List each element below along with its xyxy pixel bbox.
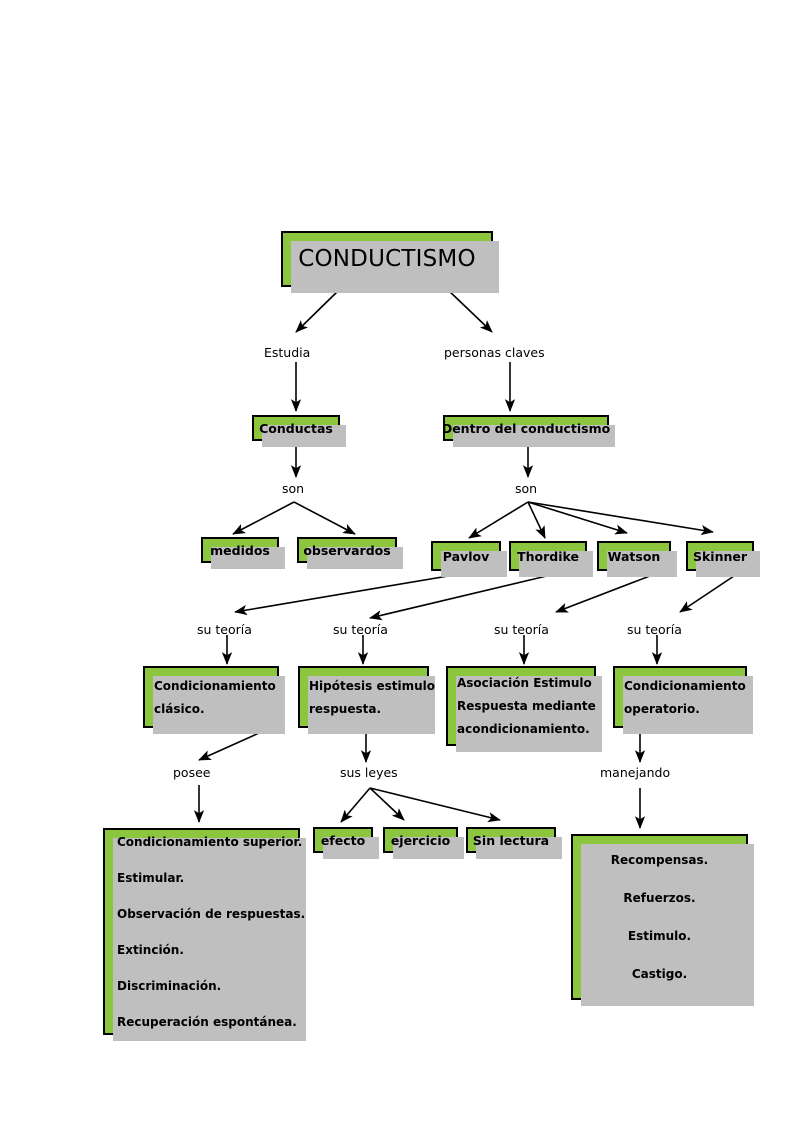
node-medidos[interactable]: medidos — [201, 537, 285, 569]
edge-root-personas — [446, 288, 493, 333]
link-label-personas-claves: personas claves — [444, 345, 545, 360]
node-thordike[interactable]: Thordike — [509, 541, 593, 577]
list-item: Recuperación espontánea. — [117, 1014, 297, 1029]
edge-son-thordike — [527, 501, 546, 539]
node-asociacion-estimulo-respuesta[interactable]: Asociación Estimulo Respuesta mediante a… — [446, 666, 602, 752]
edge-son-observardos — [293, 501, 356, 535]
node-hipotesis-estimulo-respuesta[interactable]: Hipótesis estimulo respuesta. — [298, 666, 435, 734]
node-pavlov-label: Pavlov — [442, 548, 490, 564]
node-thordike-label: Thordike — [517, 548, 579, 564]
node-dentro-del-conductismo-label: Dentro del conductismo — [441, 420, 611, 436]
list-item: Observación de respuestas. — [117, 906, 306, 921]
link-label-manejando: manejando — [600, 765, 671, 780]
node-medidos-label: medidos — [210, 542, 270, 558]
node-skinner-label: Skinner — [692, 548, 748, 564]
node-asociacion-estimulo-respuesta-line3: acondicionamiento. — [457, 722, 590, 736]
list-item: Estimulo. — [627, 929, 692, 943]
edge-watson-teoria — [555, 573, 656, 613]
edge-son-medidos — [232, 501, 295, 535]
node-conductismo-label: CONDUCTISMO — [298, 246, 476, 272]
edge-leyes-sinlectura — [369, 787, 501, 823]
link-label-estudia: Estudia — [264, 345, 311, 360]
edge-son-skinner — [527, 501, 714, 536]
node-condicionamiento-clasico[interactable]: Condicionamiento clásico. — [143, 666, 285, 734]
link-label-su-teoria-2: su teoría — [333, 622, 388, 637]
link-label-son-conductas: son — [282, 481, 305, 496]
edge-pavlov-teoria — [234, 571, 473, 616]
node-asociacion-estimulo-respuesta-line1: Asociación Estimulo — [457, 676, 592, 690]
node-hipotesis-estimulo-respuesta-line1: Hipótesis estimulo — [309, 678, 435, 693]
edge-thordike-teoria — [369, 573, 556, 621]
link-label-su-teoria-1: su teoría — [197, 622, 252, 637]
node-watson[interactable]: Watson — [597, 541, 677, 577]
node-condicionamiento-operatorio-detalles[interactable]: Recompensas. Refuerzos. Estimulo. Castig… — [571, 834, 754, 1006]
node-efecto[interactable]: efecto — [313, 827, 379, 859]
node-ejercicio[interactable]: ejercicio — [383, 827, 464, 859]
list-item: Condicionamiento superior. — [117, 834, 303, 849]
node-condicionamiento-operatorio[interactable]: Condicionamiento operatorio. — [613, 666, 753, 734]
list-item: Recompensas. — [610, 853, 709, 867]
link-label-su-teoria-3: su teoría — [494, 622, 549, 637]
node-condicionamiento-clasico-detalles[interactable]: Condicionamiento superior. Estimular. Ob… — [103, 828, 306, 1041]
node-asociacion-estimulo-respuesta-line2: Respuesta mediante — [457, 699, 596, 713]
node-hipotesis-estimulo-respuesta-line2: respuesta. — [309, 701, 382, 716]
node-efecto-label: efecto — [320, 832, 366, 848]
node-sin-lectura[interactable]: Sin lectura — [466, 827, 562, 859]
edge-skinner-teoria — [679, 573, 738, 613]
node-condicionamiento-clasico-line2: clásico. — [154, 701, 205, 716]
link-label-sus-leyes: sus leyes — [340, 765, 398, 780]
node-pavlov[interactable]: Pavlov — [431, 541, 507, 577]
list-item: Estimular. — [117, 870, 185, 885]
edge-leyes-ejercicio — [369, 787, 405, 821]
node-watson-label: Watson — [607, 548, 661, 564]
link-label-posee: posee — [173, 765, 211, 780]
node-skinner[interactable]: Skinner — [686, 541, 760, 577]
list-item: Castigo. — [631, 967, 688, 981]
node-condicionamiento-operatorio-line2: operatorio. — [624, 701, 700, 716]
link-label-su-teoria-4: su teoría — [627, 622, 682, 637]
node-observardos[interactable]: observardos — [297, 537, 403, 569]
node-conductas-label: Conductas — [259, 420, 333, 436]
node-observardos-label: observardos — [303, 542, 391, 558]
node-dentro-del-conductismo[interactable]: Dentro del conductismo — [441, 415, 615, 447]
list-item: Refuerzos. — [623, 891, 696, 905]
node-conductismo[interactable]: CONDUCTISMO — [281, 231, 499, 293]
edge-son-watson — [527, 501, 628, 535]
node-ejercicio-label: ejercicio — [390, 832, 451, 848]
node-condicionamiento-operatorio-line1: Condicionamiento — [624, 678, 746, 693]
edge-leyes-efecto — [340, 787, 371, 823]
edge-son-pavlov — [468, 501, 529, 539]
edge-root-estudia — [295, 288, 341, 333]
link-label-son-conductismo: son — [515, 481, 538, 496]
node-condicionamiento-clasico-line1: Condicionamiento — [154, 678, 276, 693]
list-item: Extinción. — [117, 942, 184, 957]
node-conductas[interactable]: Conductas — [252, 415, 346, 447]
list-item: Discriminación. — [117, 978, 222, 993]
node-sin-lectura-label: Sin lectura — [472, 832, 550, 848]
